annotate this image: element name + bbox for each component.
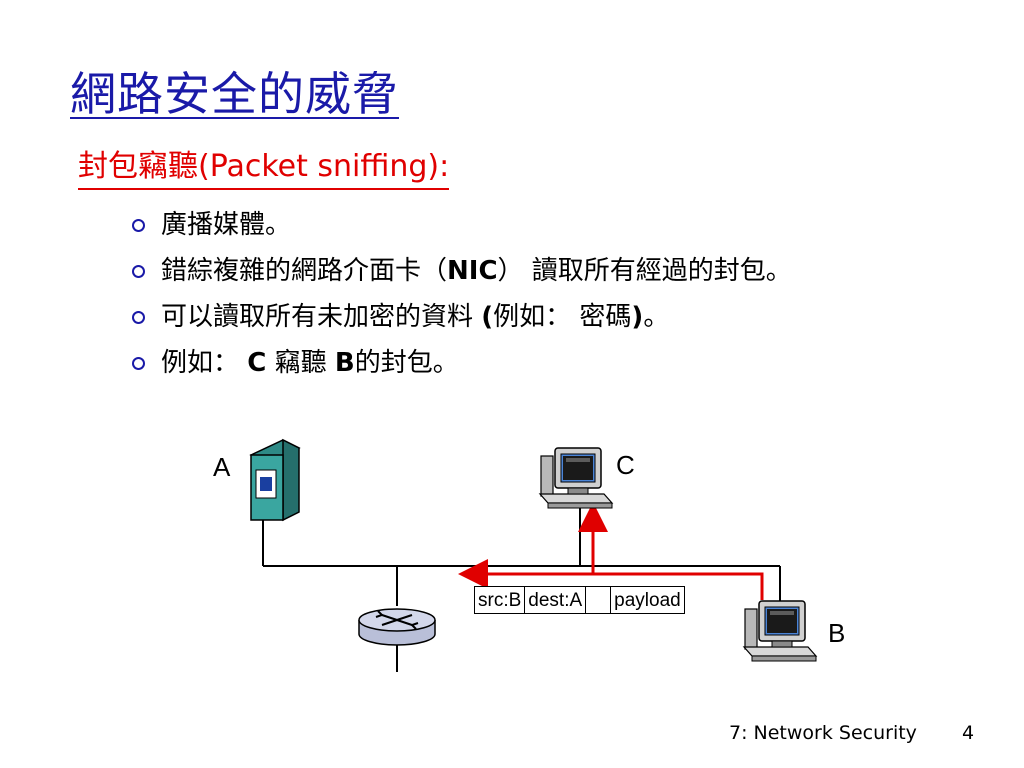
bullet-item-3: 可以讀取所有未加密的資料 (例如： 密碼)。 bbox=[130, 298, 950, 336]
bullet-item-2: 錯綜複雜的網路介面卡（NIC） 讀取所有經過的封包。 bbox=[130, 252, 950, 290]
bullet-list: 廣播媒體。 錯綜複雜的網路介面卡（NIC） 讀取所有經過的封包。 可以讀取所有未… bbox=[130, 206, 950, 390]
packet-payload-field: payload bbox=[614, 590, 681, 611]
bullet-circle-icon bbox=[132, 311, 145, 324]
bullet-circle-icon bbox=[132, 265, 145, 278]
bullet-text-nic: NIC bbox=[447, 256, 498, 286]
host-a-label: A bbox=[213, 452, 231, 482]
server-icon bbox=[249, 438, 301, 522]
page-title: 網路安全的威脅 bbox=[70, 67, 399, 121]
router-icon bbox=[358, 608, 436, 646]
bullet-item-4: 例如： C 竊聽 B的封包。 bbox=[130, 344, 950, 382]
traffic-b-to-a-arrow bbox=[458, 559, 764, 600]
bullet-text-e: 。 bbox=[643, 302, 670, 332]
packet-dest-field: dest:A bbox=[525, 587, 587, 613]
sniff-traffic bbox=[458, 502, 764, 600]
bullet-paren-close: ) bbox=[631, 302, 644, 332]
packet-box: src:B dest:A payload bbox=[474, 586, 685, 614]
bullet-text-b-host: B bbox=[334, 348, 355, 378]
packet-src-field: src:B bbox=[475, 587, 526, 613]
host-b-label: B bbox=[828, 618, 846, 648]
subtitle-en: (Packet sniffing): bbox=[198, 149, 450, 184]
footer-page-number: 4 bbox=[962, 722, 975, 744]
packet-empty-field bbox=[586, 587, 612, 613]
host-c-label: C bbox=[616, 450, 635, 480]
bullet-text-c: 例如： 密碼 bbox=[493, 302, 632, 332]
workstation-c-icon bbox=[538, 447, 614, 509]
bullet-text: 廣播媒體。 bbox=[161, 210, 292, 240]
bullet-text-a: 可以讀取所有未加密的資料 bbox=[161, 302, 482, 332]
bullet-circle-icon bbox=[132, 357, 145, 370]
lan-wiring bbox=[262, 504, 781, 672]
bullet-text-c: 竊聽 bbox=[266, 348, 335, 378]
workstation-b-icon bbox=[742, 600, 818, 662]
footer-course: 7: Network Security bbox=[729, 722, 917, 744]
bullet-item-1: 廣播媒體。 bbox=[130, 206, 950, 244]
bullet-circle-icon bbox=[132, 219, 145, 232]
bullet-text-c: ） 讀取所有經過的封包。 bbox=[497, 256, 792, 286]
bullet-text-e: 的封包。 bbox=[354, 348, 459, 378]
subtitle-cjk: 封包竊聽 bbox=[78, 149, 198, 184]
bullet-text-a: 例如： bbox=[161, 348, 248, 378]
bullet-paren-open: ( bbox=[481, 302, 494, 332]
subtitle: 封包竊聽(Packet sniffing): bbox=[78, 147, 450, 190]
bullet-text-c-host: C bbox=[247, 348, 267, 378]
bullet-text-a: 錯綜複雜的網路介面卡（ bbox=[161, 256, 448, 286]
